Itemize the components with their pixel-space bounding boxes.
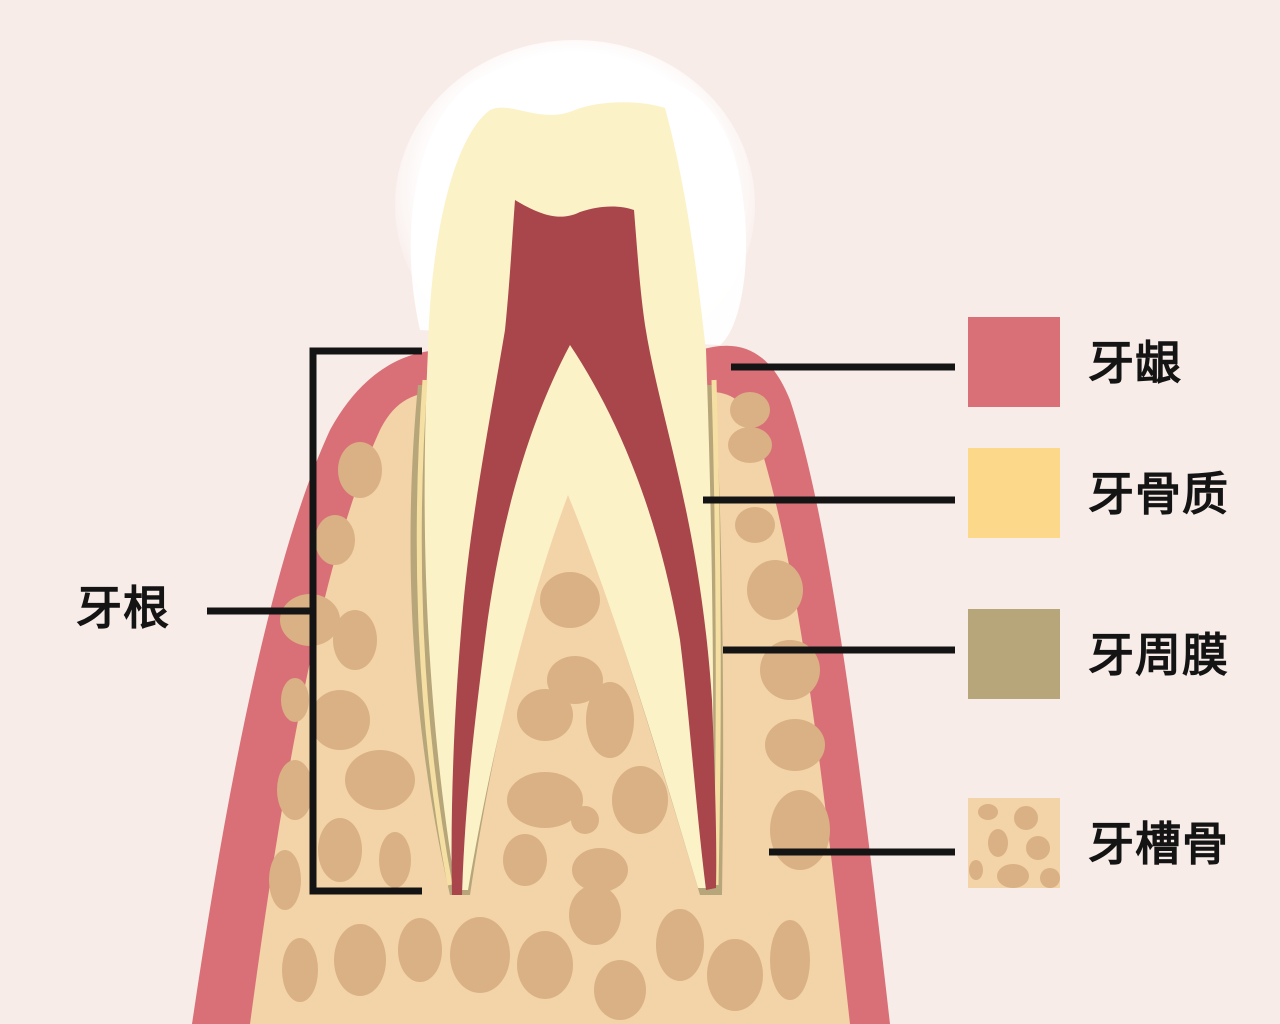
legend-item-alveolar-bone: 牙槽骨: [968, 798, 1268, 890]
leader-lines: [703, 363, 955, 856]
root-bracket: [207, 347, 422, 895]
legend-label-alveolar-bone: 牙槽骨: [1088, 817, 1229, 871]
legend-item-gingiva: 牙龈: [968, 317, 1268, 409]
legend-label-cementum: 牙骨质: [1088, 467, 1229, 521]
pulp-shape: [451, 200, 717, 895]
legend-label-gingiva: 牙龈: [1088, 336, 1182, 390]
legend-label-periodontal-ligament: 牙周膜: [1088, 628, 1229, 682]
alveolar-bone-swatch: [968, 798, 1060, 888]
legend-item-periodontal-ligament: 牙周膜: [968, 609, 1268, 701]
periodontal-ligament-swatch: [968, 609, 1060, 699]
cementum-swatch: [968, 448, 1060, 538]
legend-item-cementum: 牙骨质: [968, 448, 1268, 540]
cementum-layer: [416, 379, 721, 886]
gingiva-swatch: [968, 317, 1060, 407]
root-label: 牙根: [76, 581, 170, 635]
